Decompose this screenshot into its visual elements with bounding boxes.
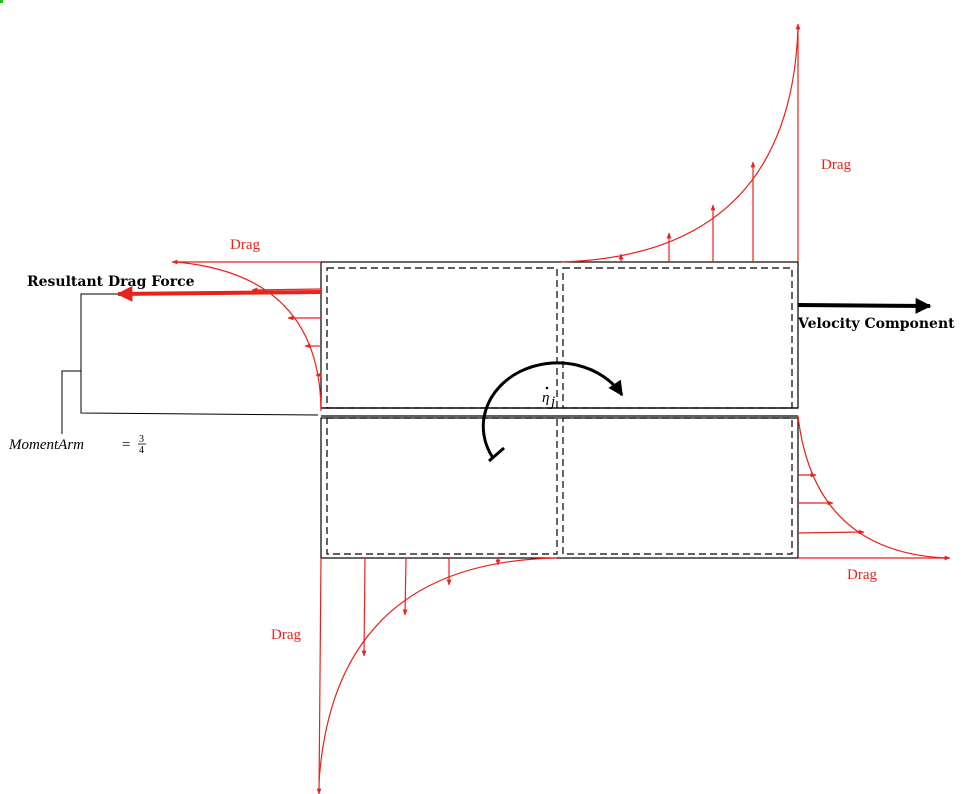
moment-arm-equals: = [122, 437, 130, 453]
drag-vector [361, 557, 367, 657]
resultant-drag-arrow [116, 285, 322, 302]
eta-symbol: η [542, 390, 549, 406]
panel-outlines [326, 267, 793, 555]
drag-vector [402, 557, 408, 616]
velocity-arrow [797, 297, 932, 314]
panel-lower-right [562, 417, 793, 555]
rotation-tail-bar [488, 446, 505, 463]
moment-arm-text: MomentArm [8, 437, 84, 453]
resultant-drag-label: Resultant Drag Force [27, 274, 195, 290]
panel-upper-left [326, 267, 558, 409]
body-structure [320, 261, 799, 559]
rotation-arc [481, 361, 624, 459]
moment-arm-line [80, 293, 319, 416]
moment-arm-numerator: 3 [139, 434, 144, 445]
moment-arm-equation: MomentArm = 3 4 [8, 434, 146, 456]
drag-label-upper-left: Drag [230, 237, 260, 253]
velocity-label: Velocity Component [797, 316, 955, 332]
drag-lower-left [316, 557, 558, 794]
drag-label-lower-left: Drag [271, 627, 301, 643]
drag-curve-lower-right [797, 415, 947, 559]
angular-velocity-label: η j [542, 386, 555, 410]
drag-vector [797, 529, 865, 535]
moment-arm-bracket [61, 293, 319, 434]
upper-outer-box [320, 261, 799, 409]
panel-lower-left [326, 417, 558, 555]
eta-dot [545, 386, 549, 390]
drag-curve-lower-left [318, 557, 558, 783]
drag-upper-right [560, 23, 801, 263]
rotation-arrow [481, 361, 624, 463]
drag-vector [251, 287, 322, 293]
moment-arm-leader [61, 370, 81, 434]
drag-curve-upper-left [175, 261, 322, 412]
drag-label-upper-right: Drag [821, 157, 851, 173]
panel-upper-right [562, 267, 793, 409]
lower-outer-box [320, 417, 799, 559]
drag-curve-upper-right [560, 27, 799, 263]
moment-arm-denominator: 4 [139, 445, 144, 456]
drag-upper-left [171, 259, 322, 412]
corner-marker [0, 0, 3, 3]
drag-baseline-lower-left [316, 557, 322, 794]
drag-lower-right [797, 415, 951, 561]
drag-label-lower-right: Drag [847, 567, 877, 583]
eta-subscript: j [549, 394, 555, 410]
